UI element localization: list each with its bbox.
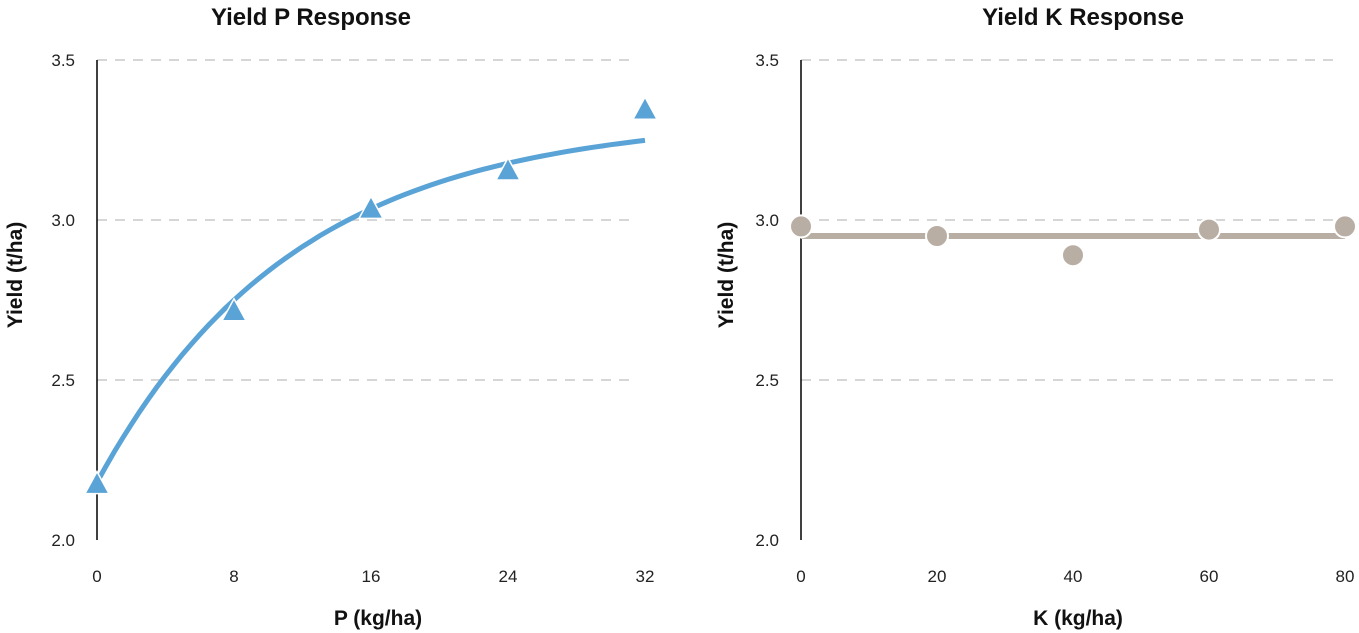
data-point-circle <box>1333 214 1357 239</box>
x-axis-label: P (kg/ha) <box>334 607 422 630</box>
data-point-triangle <box>631 95 659 120</box>
x-axis-label: K (kg/ha) <box>1033 607 1123 630</box>
x-tick-label: 20 <box>928 567 947 586</box>
chart-title: Yield P Response <box>211 4 411 31</box>
data-point-circle <box>1061 243 1085 268</box>
x-tick-label: 0 <box>796 567 805 586</box>
y-tick-label: 2.5 <box>51 371 75 390</box>
data-point-triangle <box>220 297 248 322</box>
yield-p-chart: Yield P Response P (kg/ha) Yield (t/ha) … <box>4 4 659 630</box>
y-tick-label: 3.5 <box>51 51 75 70</box>
y-axis-label: Yield (t/ha) <box>4 222 27 329</box>
data-point-triangle <box>357 194 385 220</box>
data-point-circle <box>925 224 949 248</box>
y-tick-label: 3.0 <box>755 211 779 230</box>
y-tick-label: 3.5 <box>755 51 779 70</box>
x-tick-label: 60 <box>1200 567 1219 586</box>
x-tick-label: 80 <box>1336 567 1355 586</box>
x-tick-label: 16 <box>362 567 381 586</box>
x-tick-label: 0 <box>92 567 101 586</box>
y-tick-label: 2.5 <box>755 371 779 390</box>
yield-k-chart: Yield K Response K (kg/ha) Yield (t/ha) … <box>715 4 1357 630</box>
fit-curve <box>94 137 646 484</box>
y-tick-label: 2.0 <box>51 531 75 550</box>
data-point-circle <box>789 214 813 239</box>
x-tick-label: 40 <box>1064 567 1083 586</box>
x-tick-label: 24 <box>499 567 518 586</box>
x-tick-label: 8 <box>229 567 238 586</box>
data-point-triangle <box>83 470 111 495</box>
chart-title: Yield K Response <box>982 4 1184 31</box>
y-tick-label: 2.0 <box>755 531 779 550</box>
data-point-circle <box>1197 217 1221 242</box>
y-tick-label: 3.0 <box>51 211 75 230</box>
x-tick-label: 32 <box>636 567 655 586</box>
data-point-triangle <box>494 156 522 181</box>
y-axis-label: Yield (t/ha) <box>715 222 738 329</box>
